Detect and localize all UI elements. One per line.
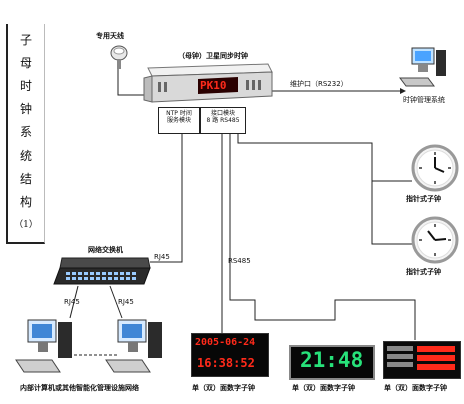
rs485-digital-bus (229, 133, 416, 340)
switch-label: 网络交换机 (88, 246, 123, 254)
computer-icon (15, 319, 72, 373)
digital-clock-1-label: 单（双）面数字子钟 (192, 384, 255, 392)
master-clock-label: （母钟）卫星同步时钟 (178, 52, 248, 60)
ntp-module-line1: NTP 时间 (166, 110, 192, 117)
digital-clock-icon (191, 333, 269, 377)
title-char-4: 钟 (19, 102, 32, 117)
antenna-label: 专用天线 (96, 32, 124, 40)
satellite-antenna-icon (110, 45, 128, 69)
vertical-title: 子 母 时 钟 系 统 结 构 （1） (6, 24, 45, 244)
internal-network-label: 内部计算机或其他智能化管理设施网络 (20, 384, 139, 392)
analog-clock-icon (411, 144, 459, 192)
computer-icon (399, 47, 446, 87)
network-switch-icon (53, 257, 151, 285)
rj45-top-label: RJ45 (154, 253, 170, 261)
digital-clock-3-label: 单（双）面数字子钟 (384, 384, 447, 392)
rack-led-display: PK10 (200, 79, 227, 92)
digital-clock-2-label: 单（双）面数字子钟 (292, 384, 355, 392)
title-char-7: 结 (19, 171, 32, 186)
rj45-left-label: RJ45 (64, 298, 80, 306)
digital-clock-icon (383, 341, 461, 379)
title-char-6: 统 (19, 148, 32, 163)
maintenance-port-label: 维护口（RS232） (290, 80, 348, 88)
mgmt-system-label: 时钟管理系统 (403, 96, 445, 104)
interface-module: 接口模块 8 路 RS485 (200, 107, 246, 134)
ntp-to-switch-line (150, 133, 183, 263)
title-char-1: 子 (19, 33, 32, 48)
ntp-module: NTP 时间 服务模块 (158, 107, 200, 134)
digital-clock-3-panel (387, 346, 455, 370)
switch-to-pc2 (109, 285, 123, 319)
master-clock-rack (143, 63, 273, 103)
digital-clock-1-time: 16:38:52 (197, 356, 255, 370)
title-char-5: 系 (19, 125, 32, 140)
rs485-clock-bus-b (371, 181, 412, 245)
interface-module-line2: 8 路 RS485 (206, 117, 240, 124)
digital-clock-1-date: 2005-06-24 (195, 337, 256, 348)
rs232-arrow (400, 88, 406, 94)
title-char-8: 构 (19, 194, 32, 209)
switch-to-pc1 (69, 285, 79, 319)
ntp-module-line2: 服务模块 (166, 117, 191, 124)
analog-clock-1-label: 指针式子钟 (406, 195, 441, 203)
title-char-9: （1） (14, 219, 38, 230)
rj45-right-label: RJ45 (118, 298, 134, 306)
rs485-label: RS485 (228, 257, 251, 265)
computer-icon (105, 319, 162, 373)
rs485-clock-bus-a (237, 133, 412, 182)
title-char-2: 母 (19, 56, 32, 71)
analog-clock-icon (411, 216, 459, 264)
title-char-3: 时 (19, 79, 32, 94)
antenna-cable (117, 68, 148, 96)
interface-module-line1: 接口模块 (210, 110, 235, 117)
analog-clock-2-label: 指针式子钟 (406, 268, 441, 276)
digital-clock-icon (289, 345, 375, 380)
digital-clock-2-time: 21:48 (300, 348, 364, 372)
